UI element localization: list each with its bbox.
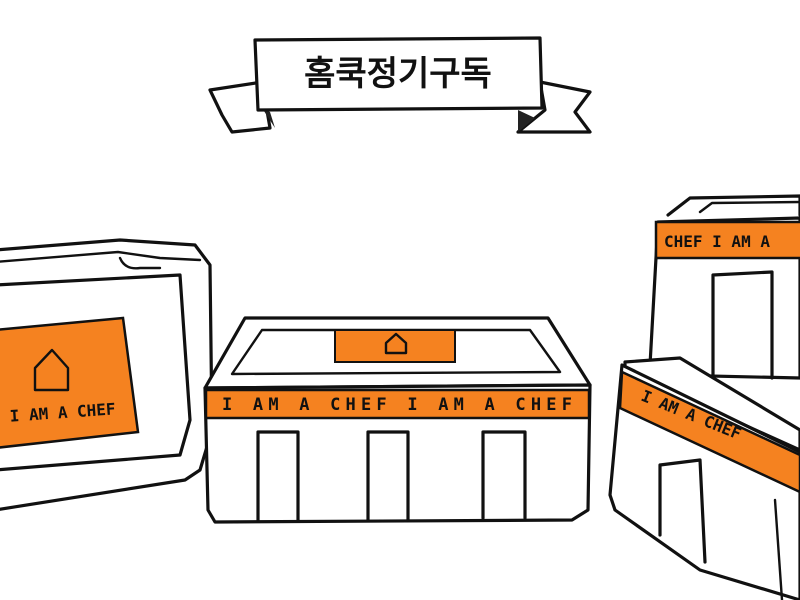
- box-center-window-1: [256, 430, 300, 522]
- box-center: I AM A CHEF I AM A CHEF: [203, 316, 592, 524]
- box-right-top-band-text: CHEF I AM A: [664, 232, 770, 251]
- box-right-bottom-door: [658, 458, 707, 564]
- box-left-lid-edge: [0, 250, 202, 263]
- box-right-bottom-band: [618, 370, 800, 494]
- box-right-top-band: [654, 220, 800, 260]
- box-center-band-text: I AM A CHEF I AM A CHEF: [222, 395, 572, 415]
- box-right-top: CHEF I AM A: [648, 194, 800, 380]
- banner-right-fold: [518, 110, 535, 132]
- banner-left-fold: [262, 108, 275, 128]
- box-center-band: [204, 388, 591, 420]
- box-center-window-3: [481, 430, 527, 520]
- box-right-top-door: [711, 270, 774, 380]
- banner-right-tail: [516, 80, 592, 134]
- box-left-lid-curve: [118, 256, 162, 270]
- banner-title: 홈쿡정기구독: [304, 54, 492, 94]
- box-center-window-2: [366, 430, 410, 522]
- box-right-bottom: I AM A CHEF: [608, 356, 800, 600]
- box-right-top-lid-inner: [698, 200, 800, 214]
- banner-panel: [253, 36, 544, 112]
- box-left: I AM A CHEF: [0, 238, 214, 511]
- title-banner: 홈쿡정기구독: [208, 36, 592, 134]
- house-icon: [384, 332, 408, 355]
- house-icon: [33, 348, 70, 392]
- banner-left-tail: [208, 80, 272, 134]
- box-right-top-lid: [666, 194, 800, 217]
- box-right-bottom-side-edge: [773, 498, 784, 600]
- box-center-top-label: [334, 329, 456, 363]
